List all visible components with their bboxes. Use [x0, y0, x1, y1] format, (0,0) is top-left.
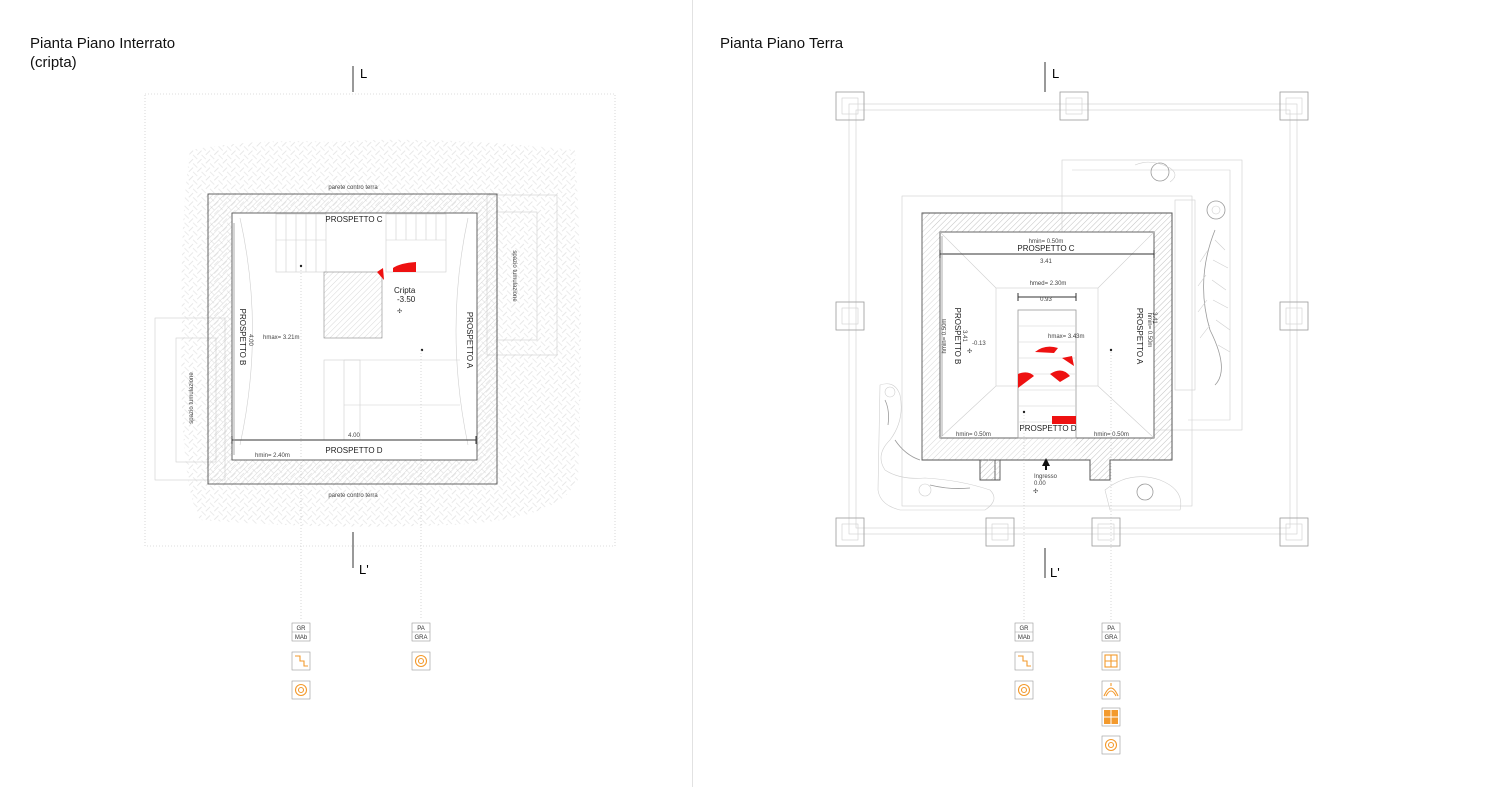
medallion-carving [1206, 200, 1226, 220]
left-dim-depth: 4.00 [247, 334, 253, 346]
right-hmin-bottom-left: hmin= 0.50m [956, 432, 991, 438]
right-dim-width: 3.41 [1040, 259, 1052, 265]
concentric-circle-icon [294, 683, 308, 697]
left-elevation-d: PROSPETTO D [325, 446, 382, 455]
right-entrance-marker-icon: ✣ [1033, 488, 1038, 495]
right-plan-title: Pianta Piano Terra [720, 35, 844, 52]
left-section-top: L [360, 66, 367, 81]
left-level-marker-icon: ✣ [397, 308, 402, 315]
right-dim-side-right: 3.41 [1151, 312, 1157, 324]
right-damage-mark-3 [1050, 370, 1070, 382]
left-legend-code-pa: PA [417, 626, 425, 632]
left-stair-upper [275, 213, 327, 273]
left-hmin: hmin= 2.40m [255, 453, 290, 459]
right-damage-mark-2 [1018, 372, 1034, 388]
left-legend-code-mab: MAb [295, 635, 308, 641]
left-section-bottom: L' [359, 562, 369, 577]
right-legend-code-gra: GRA [1104, 635, 1117, 641]
right-legend: GR MAb PA GRA [1014, 622, 1121, 755]
concentric-circle-icon [1104, 738, 1118, 752]
right-entrance-level: 0.00 [1034, 481, 1046, 487]
left-damage-mark-1 [393, 262, 416, 272]
left-legend: GR MAb PA GRA [291, 622, 431, 700]
right-burial-label: spazio tumulazione [511, 250, 517, 302]
right-plinth [901, 195, 1193, 507]
left-elevation-c: PROSPETTO C [325, 215, 382, 224]
left-elevation-b: PROSPETTO B [238, 309, 247, 366]
stair-step-icon [1018, 655, 1031, 667]
right-elevation-a: PROSPETTO A [1135, 308, 1144, 365]
right-dim-inner: 0.93 [1040, 297, 1052, 303]
left-hmax: hmax= 3.21m [263, 335, 300, 341]
left-dim-width: 4.00 [348, 433, 360, 439]
right-entrance-label: Ingresso [1034, 474, 1058, 480]
stair-step-icon [295, 655, 308, 667]
palm-leaf-carving [1203, 229, 1222, 386]
right-hmin-bottom-right: hmin= 0.50m [1094, 432, 1129, 438]
sculpture-relief-right [1104, 476, 1182, 511]
right-floor-plan: hmin= 0.50m PROSPETTO C 3.41 hmed= 2.30m… [835, 62, 1309, 620]
left-floor-plan: parete contro terra parete contro terra … [144, 66, 616, 620]
right-enclosure-outer [848, 103, 1298, 535]
right-hmin-left: hmin= 0.50m [942, 319, 948, 354]
right-dim-side-left: 3.41 [961, 330, 967, 342]
left-plan-title-line2: (cripta) [30, 54, 77, 71]
right-hmax: hmax= 3.43m [1048, 334, 1085, 340]
left-wall-bottom-label: parete contro terra [328, 493, 378, 499]
left-stair-landing [323, 271, 383, 339]
right-damage-mark-1 [1035, 346, 1058, 353]
right-damage-mark-5 [1052, 416, 1076, 424]
left-room-level: -3.50 [397, 295, 416, 304]
left-damage-mark-2 [377, 268, 384, 280]
filled-grid-icon [1104, 710, 1118, 724]
left-burial-label: spazio tumulazione [189, 372, 195, 424]
arch-icon [1103, 687, 1119, 697]
right-hmin-right-side: hmin= 0.50m [1146, 313, 1152, 348]
right-elevation-b: PROSPETTO B [953, 308, 962, 365]
right-section-top: L [1052, 66, 1059, 81]
page-divider [692, 0, 693, 787]
right-level-marker-icon: ✣ [967, 348, 972, 355]
right-legend-code-mab: MAb [1018, 635, 1031, 641]
right-legend-code-gr: GR [1020, 626, 1030, 632]
left-plan-title-line1: Pianta Piano Interrato [30, 35, 176, 52]
right-hmin-top: hmin= 0.50m [1029, 239, 1064, 245]
right-section-bottom: L' [1050, 565, 1060, 580]
right-damage-mark-4 [1062, 356, 1074, 366]
right-hmed: hmed= 2.30m [1030, 281, 1067, 287]
concentric-circle-icon [414, 654, 428, 668]
left-plan-title: Pianta Piano Interrato (cripta) [30, 34, 175, 72]
sculpture-relief-left [877, 383, 995, 511]
right-elevation-d: PROSPETTO D [1019, 424, 1076, 433]
right-level-side: -0.13 [972, 341, 986, 347]
left-legend-code-gra: GRA [414, 635, 427, 641]
left-elevation-a: PROSPETTO A [465, 312, 474, 369]
left-legend-code-gr: GR [297, 626, 307, 632]
left-site-boundary [144, 93, 616, 547]
left-room-name: Cripta [394, 286, 416, 295]
right-legend-code-pa: PA [1107, 626, 1115, 632]
right-enclosure-inner [855, 109, 1291, 529]
right-inner-room [939, 231, 1155, 439]
right-enclosure-posts [835, 91, 1309, 547]
right-elevation-c: PROSPETTO C [1017, 244, 1074, 253]
left-wall-top-label: parete contro terra [328, 185, 378, 191]
concentric-circle-icon [1017, 683, 1031, 697]
